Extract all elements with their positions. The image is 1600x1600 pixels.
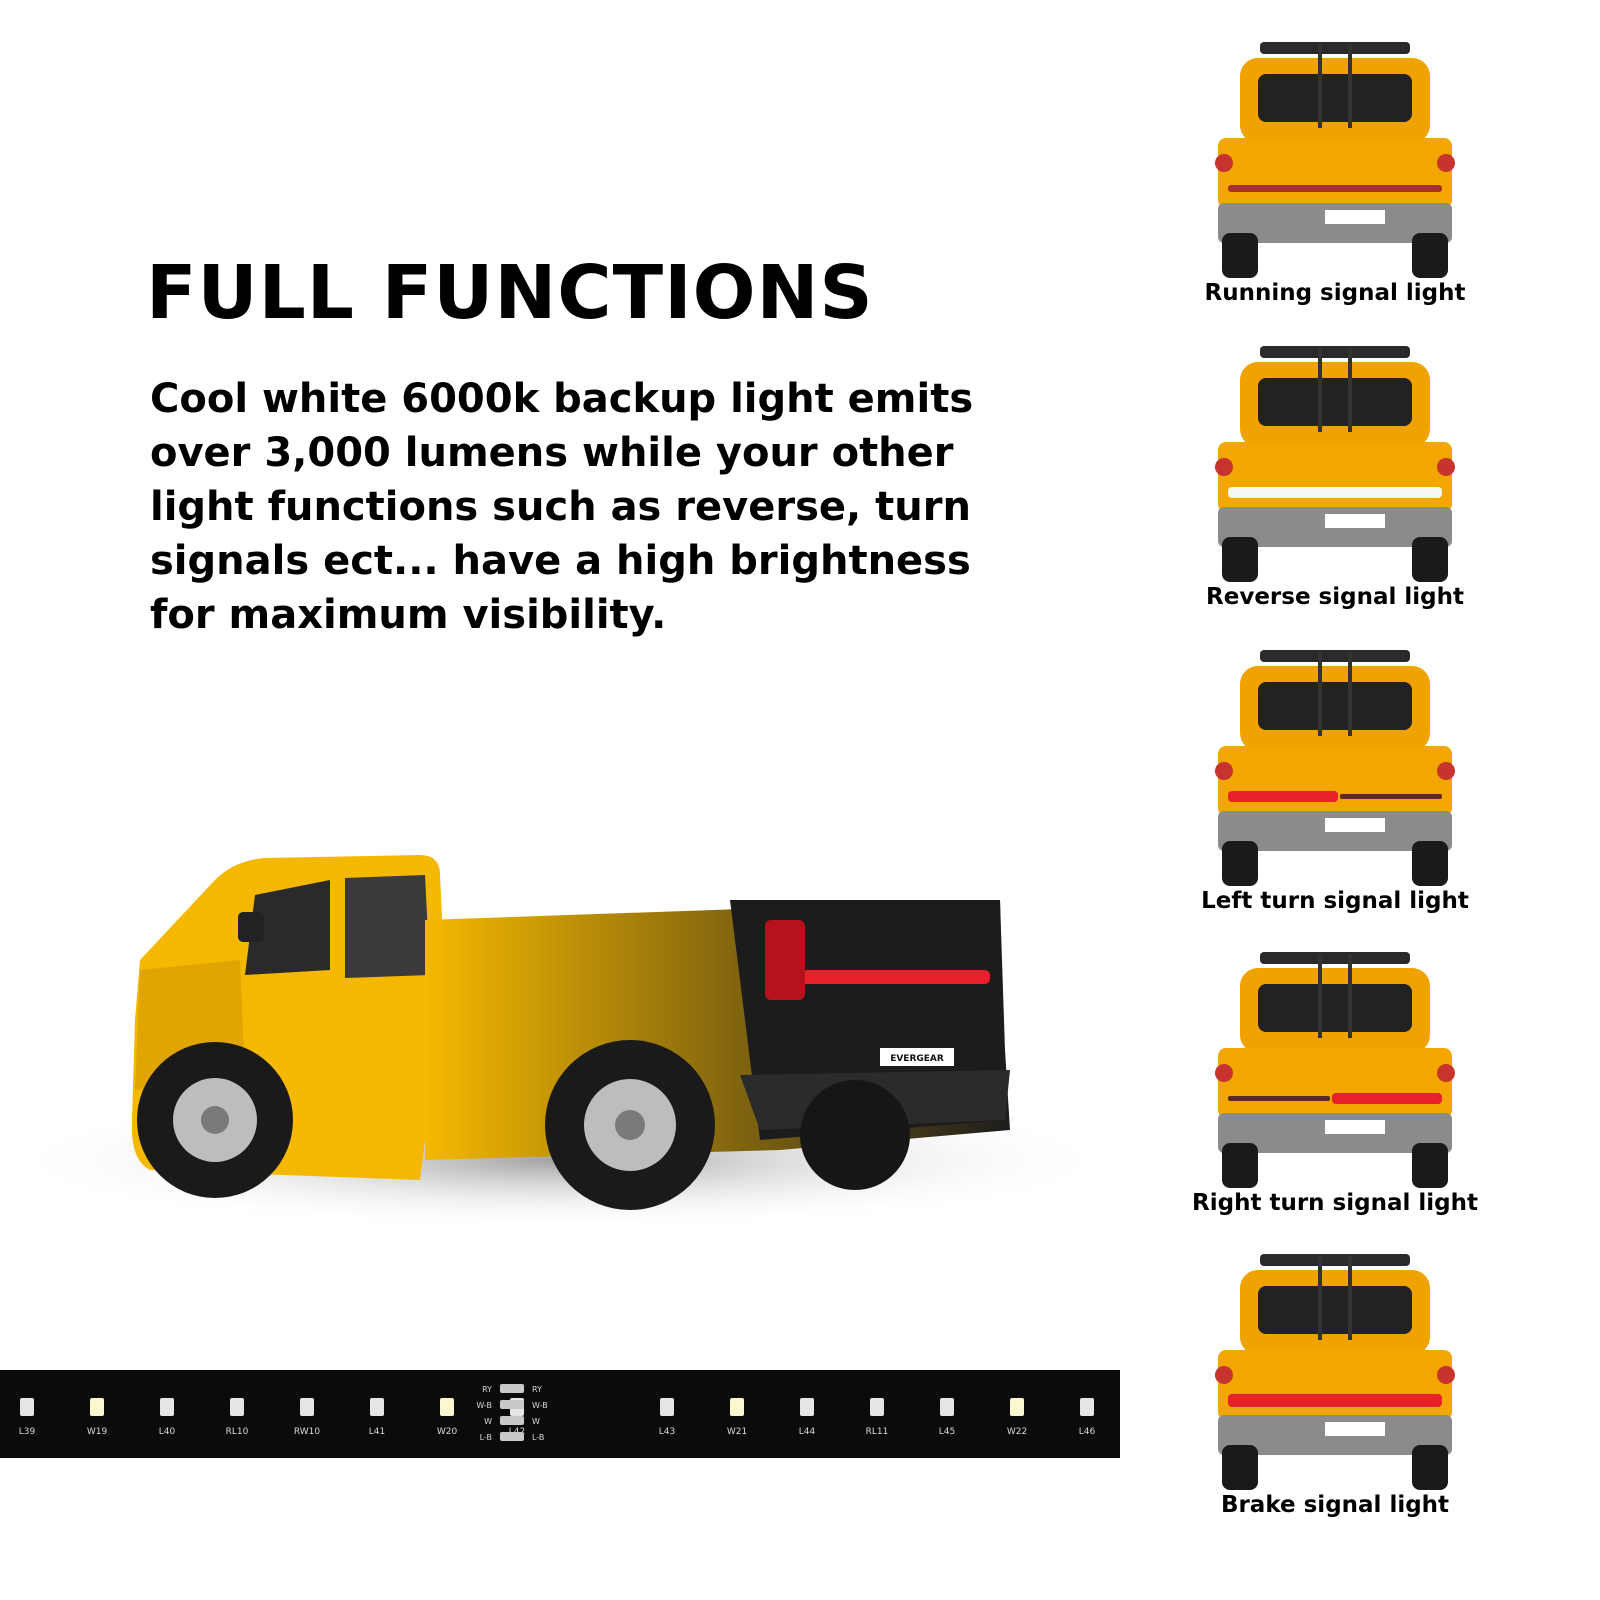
- truck-rear-view: [1215, 346, 1455, 582]
- signal-panel-brake: Brake signal light: [1190, 1250, 1480, 1518]
- led-label: L46: [1079, 1427, 1096, 1437]
- led-chip: [870, 1398, 884, 1416]
- led-label: L43: [659, 1427, 675, 1437]
- pad-label: W-B: [532, 1401, 548, 1410]
- led-label: RL11: [866, 1427, 889, 1437]
- rear-wheel: [545, 1040, 715, 1210]
- led-chip: [370, 1398, 384, 1416]
- led-label: W22: [1007, 1427, 1027, 1437]
- solder-pad: [500, 1416, 524, 1425]
- led-chip: [1080, 1398, 1094, 1416]
- led-label: W19: [87, 1427, 108, 1437]
- led-label: RW10: [294, 1427, 321, 1437]
- pad-label: L-B: [480, 1433, 492, 1442]
- led-label: W21: [727, 1427, 747, 1437]
- solder-pad: [500, 1432, 524, 1441]
- led-chip: [300, 1398, 314, 1416]
- pad-label: L-B: [532, 1433, 544, 1442]
- pad-label: W-B: [476, 1401, 492, 1410]
- led-label: L40: [159, 1427, 176, 1437]
- pickup-truck-illustration: EVERGEAR: [0, 855, 1120, 1230]
- signal-label: Right turn signal light: [1192, 1190, 1478, 1216]
- truck-rear-view: [1215, 650, 1455, 886]
- signal-panel-reverse: Reverse signal light: [1190, 342, 1480, 610]
- led-chip: [160, 1398, 174, 1416]
- led-label: RL10: [226, 1427, 249, 1437]
- led-chip: [730, 1398, 744, 1416]
- led-chip: [940, 1398, 954, 1416]
- description-line: Cool white 6000k backup light emits: [150, 376, 974, 422]
- truck-rear-view: [1215, 952, 1455, 1188]
- led-chip: [230, 1398, 244, 1416]
- description: Cool white 6000k backup light emits over…: [150, 372, 1070, 642]
- signal-panel-left: Left turn signal light: [1190, 646, 1480, 914]
- pad-label: RY: [482, 1385, 492, 1394]
- led-strip: L39W19L40RL10RW10L41W20L42L43W21L44RL11L…: [0, 1370, 1120, 1458]
- signal-panel-right: Right turn signal light: [1190, 948, 1480, 1216]
- solder-pad: [500, 1384, 524, 1393]
- led-chip: [90, 1398, 104, 1416]
- description-line: signals ect... have a high brightness: [150, 538, 971, 584]
- pad-label: W: [532, 1417, 540, 1426]
- truck-rear-view: [1215, 1254, 1455, 1490]
- pad-label: RY: [532, 1385, 542, 1394]
- led-label: L41: [369, 1427, 385, 1437]
- led-chip: [800, 1398, 814, 1416]
- signal-label: Reverse signal light: [1206, 584, 1464, 610]
- signal-label: Running signal light: [1204, 280, 1466, 306]
- signal-label: Brake signal light: [1220, 1492, 1450, 1518]
- signal-panel-running: Running signal light: [1190, 38, 1480, 306]
- led-chip: [660, 1398, 674, 1416]
- led-chip: [440, 1398, 454, 1416]
- led-label: L39: [19, 1427, 36, 1437]
- led-chip: [20, 1398, 34, 1416]
- description-line: light functions such as reverse, turn: [150, 484, 971, 530]
- front-wheel: [137, 1042, 293, 1198]
- pad-label: W: [484, 1417, 492, 1426]
- headline: FULL FUNCTIONS: [146, 250, 874, 336]
- led-label: W20: [437, 1427, 458, 1437]
- led-label: L45: [939, 1427, 955, 1437]
- led-chip: [1010, 1398, 1024, 1416]
- solder-pad: [500, 1400, 524, 1409]
- description-line: over 3,000 lumens while your other: [150, 430, 954, 476]
- description-line: for maximum visibility.: [150, 592, 667, 638]
- evergear-plate: EVERGEAR: [890, 1054, 944, 1064]
- signal-label: Left turn signal light: [1201, 888, 1469, 914]
- led-label: L44: [799, 1427, 816, 1437]
- truck-rear-view: [1215, 42, 1455, 278]
